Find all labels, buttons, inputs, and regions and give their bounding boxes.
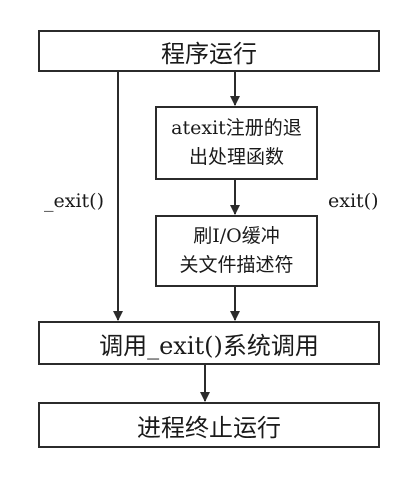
edge-label-exit-underscore: _exit() [44, 190, 104, 212]
node-atexit-label-line1: atexit注册的退 [171, 116, 302, 139]
node-flush-label-line1: 刷I/O缓冲 [193, 224, 280, 247]
node-sys-exit-label: 调用_exit()系统调用 [99, 331, 319, 360]
node-terminate-label: 进程终止运行 [137, 413, 281, 442]
node-process-terminate: 进程终止运行 [38, 402, 380, 448]
node-program-run-label: 程序运行 [161, 39, 257, 68]
node-program-run: 程序运行 [38, 30, 380, 72]
node-sys-exit-call: 调用_exit()系统调用 [38, 321, 380, 365]
node-atexit-handlers: atexit注册的退 出处理函数 [155, 106, 318, 180]
node-flush-close: 刷I/O缓冲 关文件描述符 [155, 215, 318, 287]
edge-label-exit: exit() [328, 190, 379, 212]
node-atexit-label-line2: 出处理函数 [188, 146, 284, 168]
node-flush-label-line2: 关文件描述符 [179, 254, 294, 276]
